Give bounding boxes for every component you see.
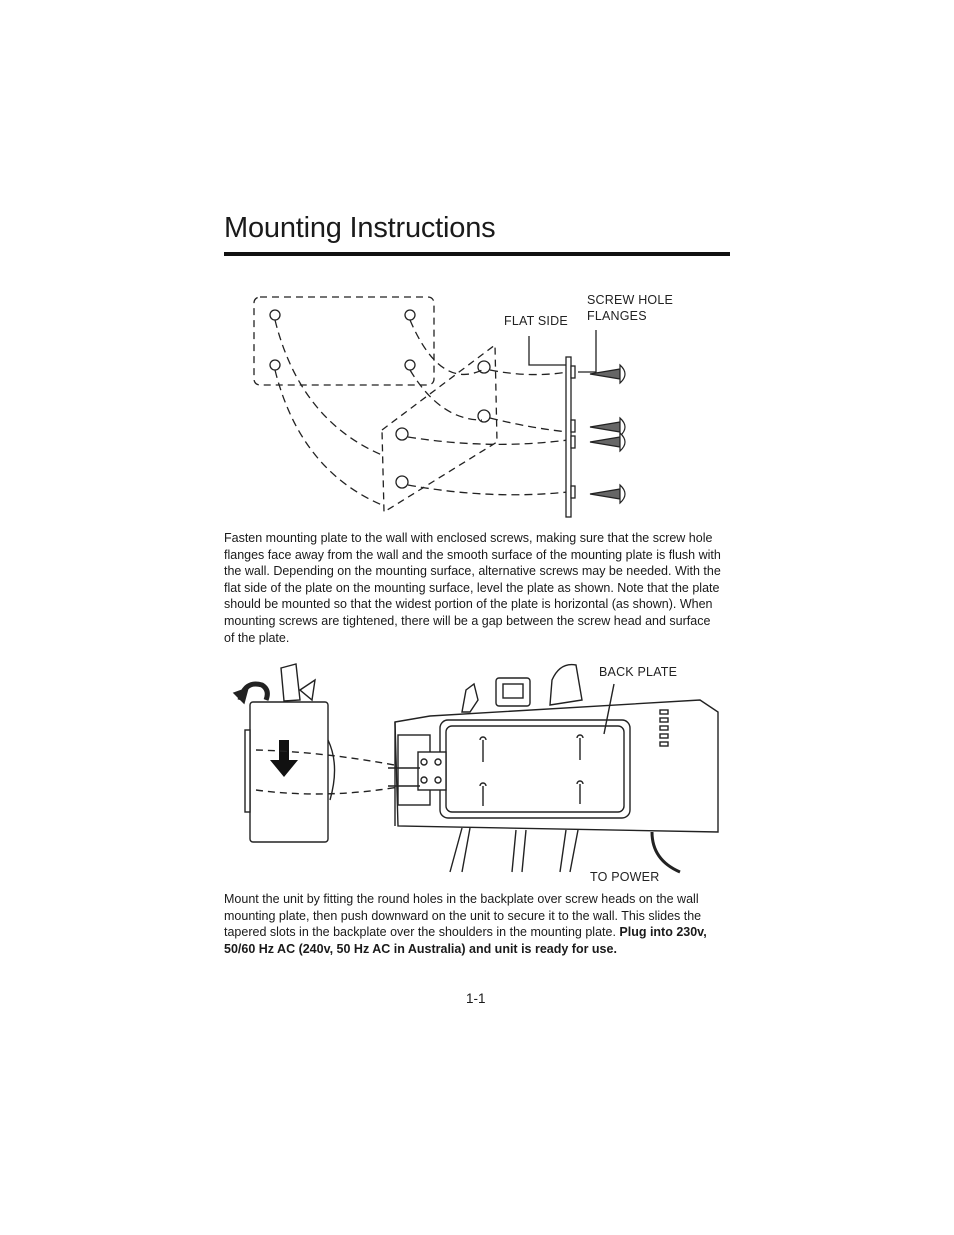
label-flat-side: FLAT SIDE bbox=[504, 314, 568, 328]
screw-icon bbox=[589, 483, 626, 505]
screws bbox=[589, 363, 626, 505]
label-back-plate: BACK PLATE bbox=[599, 665, 678, 679]
plate-hole bbox=[404, 309, 416, 321]
plate-hole bbox=[395, 427, 409, 441]
page-number: 1-1 bbox=[466, 991, 486, 1006]
plate-hole bbox=[395, 475, 409, 489]
label-screw-hole-flanges: SCREW HOLE FLANGES bbox=[587, 293, 674, 323]
power-cord bbox=[650, 831, 681, 874]
screw-icon bbox=[589, 431, 626, 453]
plate-hole bbox=[269, 309, 281, 321]
mounting-plate-diagram bbox=[253, 296, 626, 518]
instruction-paragraph-1: Fasten mounting plate to the wall with e… bbox=[224, 531, 721, 645]
unit-housing bbox=[394, 699, 719, 833]
screw-icon bbox=[589, 363, 626, 385]
plate-hole bbox=[477, 409, 491, 423]
ghost-plate-front bbox=[253, 296, 435, 386]
label-to-power: TO POWER bbox=[590, 870, 660, 884]
plate-hole bbox=[404, 359, 416, 371]
page-title: Mounting Instructions bbox=[224, 212, 496, 244]
plate-hole bbox=[269, 359, 281, 371]
plate-hole bbox=[477, 360, 491, 374]
plate-edge bbox=[565, 356, 572, 518]
keyhole-slots bbox=[479, 734, 584, 806]
ghost-plate-perspective bbox=[381, 343, 498, 514]
unit-mounting-diagram bbox=[232, 663, 719, 874]
title-underline bbox=[224, 252, 730, 256]
down-arrow-icon bbox=[270, 740, 298, 777]
unit-side-view bbox=[249, 701, 329, 843]
instruction-paragraph-2: Mount the unit by fitting the round hole… bbox=[224, 892, 707, 956]
